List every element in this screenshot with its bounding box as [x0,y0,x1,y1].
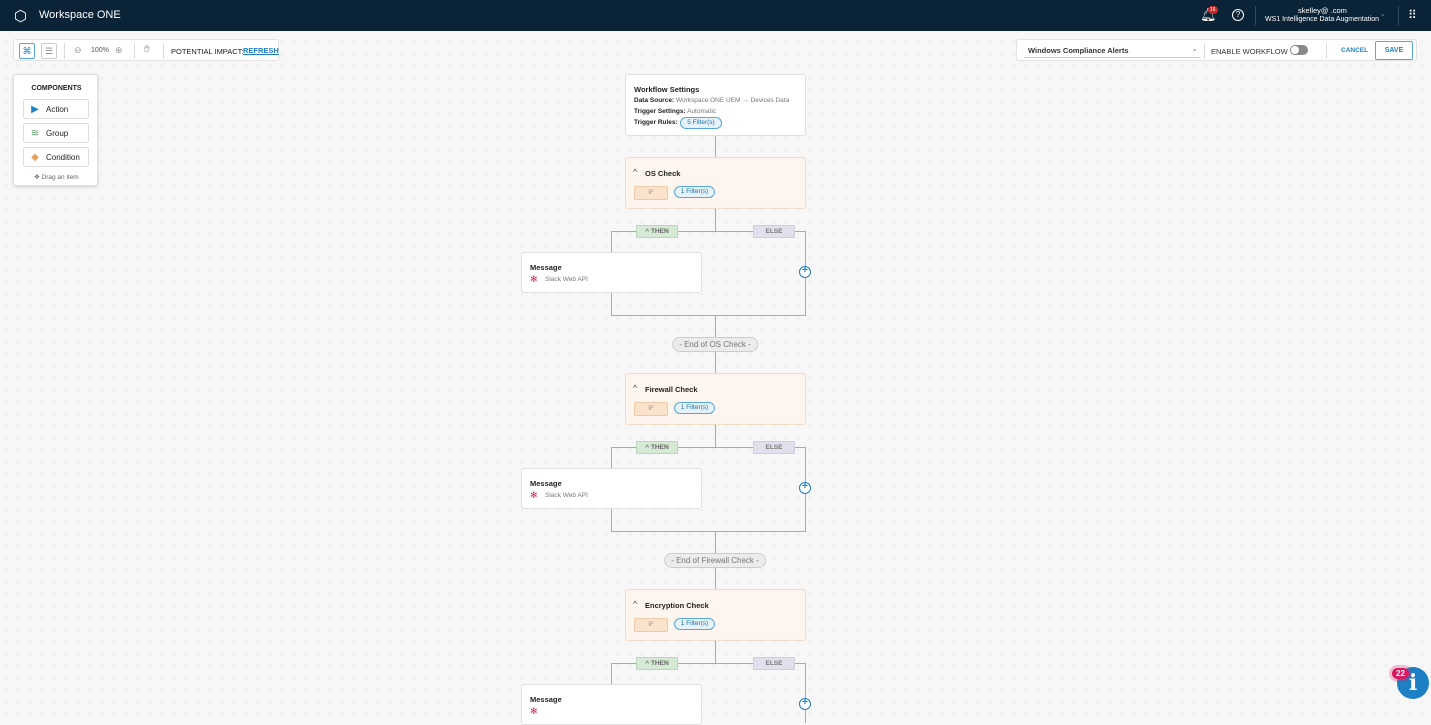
if-badge: IF [634,186,668,200]
drag-hint: ✥ Drag an item [14,173,99,181]
slack-icon: ✻ [530,490,538,500]
condition-card[interactable]: ^ Encryption Check [625,589,806,641]
diamond-icon: ◆ [31,151,39,163]
drag-hint-text: Drag an item [41,174,79,181]
action-title: Message [530,479,562,488]
trigger-rules-label: Trigger Rules: [634,119,678,126]
condition-card[interactable]: ^ OS Check [625,157,806,209]
component-group[interactable]: ≋ Group [23,123,89,143]
zoom-level: 100% [91,47,109,54]
filter-pill[interactable]: 1 Filter(s) [674,402,715,414]
component-condition[interactable]: ◆ Condition [23,147,89,167]
top-bar: ⬡ Workspace ONE 🔔︎ 16 ? skelley@ .com WS… [0,0,1431,31]
data-source-label: Data Source: [634,97,675,104]
then-branch-label[interactable]: ^ THEN [636,225,678,238]
org-name[interactable]: WS1 Intelligence Data Augmentation [1265,16,1380,23]
else-branch-label[interactable]: ELSE [753,657,795,670]
app-grid-icon[interactable]: ⠿ [1408,8,1417,22]
cancel-button[interactable]: CANCEL [1341,47,1369,54]
hand-pan-icon[interactable]: ✋︎ [144,44,150,55]
move-icon: ✥ [34,174,42,181]
end-of-condition-label: - End of OS Check - [672,337,758,352]
trigger-settings-value: Automatic [687,108,717,115]
workflow-settings-card[interactable]: Workflow Settings Data Source: Workspace… [625,74,806,136]
slack-icon: ✻ [530,706,538,716]
workflow-toolbar: Windows Compliance Alerts ⌄ ENABLE WORKF… [1016,39,1417,61]
help-count-badge: 22 [1392,668,1409,679]
component-label: Action [46,104,69,114]
save-button[interactable]: SAVE [1375,41,1413,60]
refresh-link[interactable]: REFRESH [243,46,279,55]
action-title: Message [530,263,562,272]
add-else-action-button[interactable]: + [799,266,811,278]
chevron-down-icon: ⌄ [1191,44,1198,53]
workspace-one-logo-icon: ⬡ [14,8,28,25]
then-text: THEN [650,660,669,667]
user-email[interactable]: skelley@ .com [1298,6,1347,15]
chevron-up-icon[interactable]: ^ [633,383,638,393]
components-panel: COMPONENTS ▶ Action ≋ Group ◆ Condition ✥ Dra… [13,74,98,186]
action-card[interactable]: Message ✻ Slack Web API [521,252,702,293]
diagram-view-button[interactable]: ⌘ [19,43,35,59]
component-label: Condition [46,152,80,162]
canvas-toolbar: ⌘ ☰ ⊖ 100% ⊕ ✋︎ POTENTIAL IMPACT: REFRES… [13,39,279,61]
then-text: THEN [650,444,669,451]
add-else-action-button[interactable]: + [799,482,811,494]
chevron-up-icon[interactable]: ^ [633,167,638,177]
then-branch-label[interactable]: ^ THEN [636,441,678,454]
else-branch-label[interactable]: ELSE [753,441,795,454]
component-label: Group [46,128,69,138]
enable-workflow-toggle[interactable] [1290,45,1308,55]
condition-card[interactable]: ^ Firewall Check [625,373,806,425]
condition-title: OS Check [645,169,681,178]
then-text: THEN [650,228,669,235]
component-action[interactable]: ▶ Action [23,99,89,119]
chevron-up-icon[interactable]: ^ [633,599,638,609]
condition-title: Encryption Check [645,601,709,610]
settings-title: Workflow Settings [634,85,700,94]
action-card[interactable]: Message ✻ Slack Web API [521,468,702,509]
data-source-value: Workspace ONE UEM → Devices Data [675,97,790,104]
action-card[interactable]: Message ✻ [521,684,702,725]
workflow-name-select[interactable]: Windows Compliance Alerts ⌄ [1024,43,1200,58]
then-branch-label[interactable]: ^ THEN [636,657,678,670]
slack-icon: ✻ [530,274,538,284]
trigger-settings-label: Trigger Settings: [634,108,686,115]
else-branch-label[interactable]: ELSE [753,225,795,238]
chevron-down-icon[interactable]: ⌄ [1380,11,1386,18]
list-view-button[interactable]: ☰ [41,43,57,59]
play-icon: ▶ [31,103,39,115]
action-service: Slack Web API [545,276,588,283]
filter-pill[interactable]: 1 Filter(s) [674,618,715,630]
trigger-rules-pill[interactable]: 5 Filter(s) [680,117,722,129]
layers-icon: ≋ [30,127,40,139]
if-badge: IF [634,402,668,416]
condition-title: Firewall Check [645,385,698,394]
app-title: Workspace ONE [39,9,121,21]
potential-impact-label: POTENTIAL IMPACT: [171,47,244,56]
if-badge: IF [634,618,668,632]
enable-workflow-label: ENABLE WORKFLOW [1211,47,1288,56]
notification-badge: 16 [1208,6,1218,14]
workflow-name: Windows Compliance Alerts [1028,46,1129,55]
action-service: Slack Web API [545,492,588,499]
help-icon[interactable]: ? [1232,9,1244,21]
filter-pill[interactable]: 1 Filter(s) [674,186,715,198]
zoom-out-icon[interactable]: ⊖ [74,45,82,55]
components-title: COMPONENTS [31,85,82,92]
end-of-condition-label: - End of Firewall Check - [664,553,766,568]
zoom-in-icon[interactable]: ⊕ [115,45,123,55]
